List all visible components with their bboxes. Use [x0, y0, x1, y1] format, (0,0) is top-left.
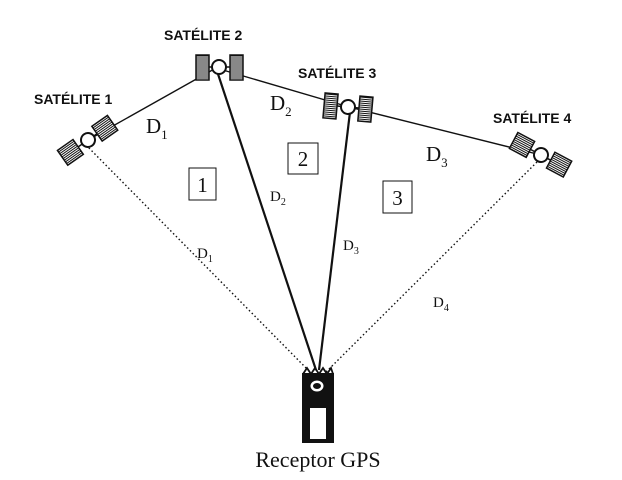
receiver-distance-label: D1	[197, 246, 213, 265]
region-number: 2	[298, 147, 309, 171]
link-sat3-sat4	[348, 106, 542, 156]
satellite-1-label: SATÉLITE 1	[34, 91, 113, 107]
region-box-2: 2	[287, 142, 319, 175]
inter-distance-label: D2	[270, 91, 292, 119]
region-box-3: 3	[382, 180, 413, 214]
region-number: 1	[197, 173, 208, 197]
satellite-2-icon	[195, 54, 244, 81]
inter-distance-label: D1	[146, 114, 168, 142]
ray-sat2-receiver	[216, 73, 318, 371]
region-box-1: 1	[188, 167, 217, 201]
satellite-2-label: SATÉLITE 2	[164, 27, 243, 43]
receiver-distance-label: D3	[343, 238, 359, 257]
satellite-1-icon	[56, 114, 119, 167]
ray-sat4-receiver	[325, 161, 538, 373]
satellite-4-icon	[508, 131, 573, 179]
receiver-distance-label: D2	[270, 189, 286, 208]
receiver-label: Receptor GPS	[255, 447, 380, 472]
receiver-distance-label: D4	[433, 295, 449, 314]
satellite-3-label: SATÉLITE 3	[298, 65, 377, 81]
satellite-3-icon	[322, 92, 374, 123]
gps-receiver-icon	[302, 365, 334, 443]
ray-sat1-receiver	[85, 144, 311, 373]
inter-distance-label: D3	[426, 142, 448, 170]
region-number: 3	[392, 186, 403, 210]
satellite-4-label: SATÉLITE 4	[493, 110, 572, 126]
ray-sat3-receiver	[317, 111, 352, 371]
